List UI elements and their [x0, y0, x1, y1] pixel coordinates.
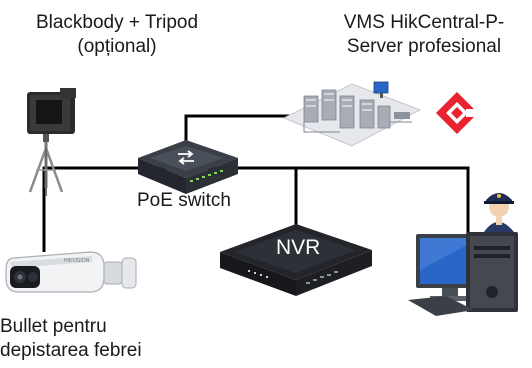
- bullet-camera-label-line1: Bullet pentru: [0, 316, 107, 337]
- blackbody-label-line1: Blackbody + Tripod: [35, 12, 199, 33]
- workstation-icon: [408, 232, 518, 316]
- vms-label: VMS HikCentral-P- Server profesional: [316, 11, 532, 59]
- nvr-device-icon: [220, 224, 372, 296]
- security-operator-icon: [484, 193, 514, 232]
- bullet-camera-label: Bullet pentru depistarea febrei: [0, 315, 142, 363]
- blackbody-tripod-icon: [27, 88, 76, 196]
- main-bus-line: [42, 166, 470, 252]
- bullet-camera-label-line2: depistarea febrei: [0, 340, 142, 361]
- vms-label-line1: VMS HikCentral-P-: [343, 12, 505, 33]
- vms-label-line2: Server profesional: [346, 36, 502, 57]
- switch-to-server-line: [184, 114, 296, 150]
- poe-switch-icon: [138, 140, 238, 194]
- hikcentral-logo-icon: [436, 92, 478, 134]
- bullet-camera-icon: HIKVISION: [5, 251, 137, 293]
- poe-switch-label: PoE switch: [137, 190, 231, 211]
- blackbody-label: Blackbody + Tripod (opțional): [14, 11, 220, 59]
- svg-text:HIKVISION: HIKVISION: [64, 258, 90, 264]
- server-rack-icon: [282, 81, 422, 147]
- connection-lines: [42, 114, 470, 252]
- blackbody-label-line2: (opțional): [77, 36, 157, 57]
- nvr-label: NVR: [276, 236, 321, 259]
